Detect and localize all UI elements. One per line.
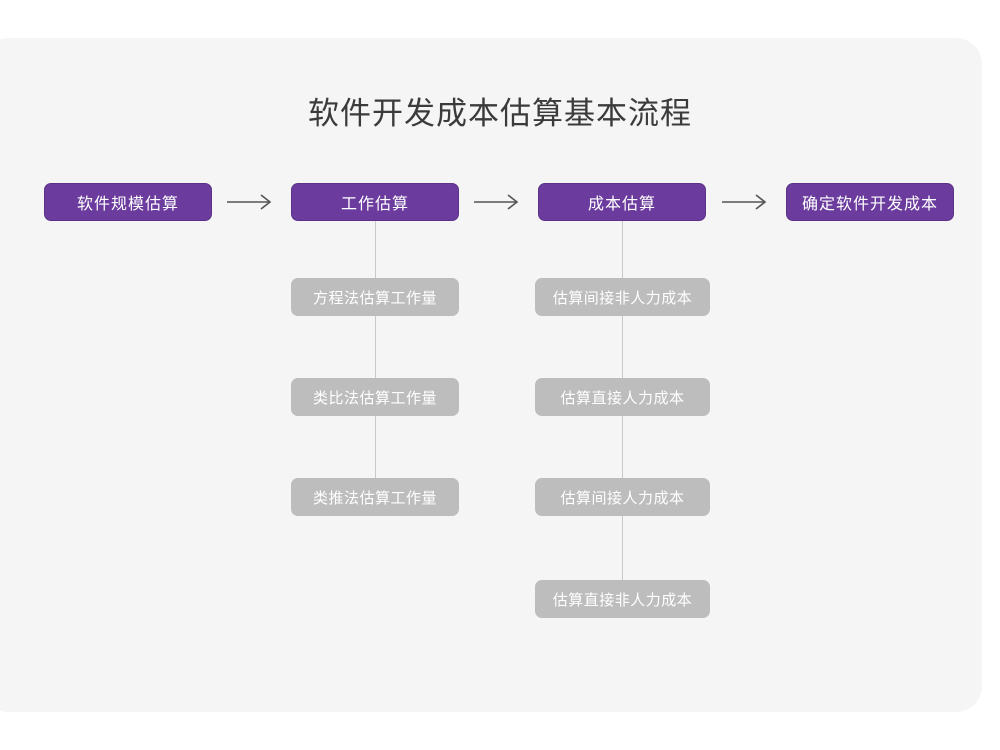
sub-node-analogy-method-effort[interactable]: 类比法估算工作量 [291,378,459,416]
sub-node-indirect-labor-cost[interactable]: 估算间接人力成本 [535,478,710,516]
sub-node-direct-labor-cost[interactable]: 估算直接人力成本 [535,378,710,416]
sub-node-equation-method-effort[interactable]: 方程法估算工作量 [291,278,459,316]
branch-connector-line-effort [375,221,376,516]
branch-connector-line-cost [622,221,623,618]
sub-node-inference-method-effort[interactable]: 类推法估算工作量 [291,478,459,516]
arrow-right-icon-1 [224,190,279,214]
arrow-right-icon-2 [471,190,526,214]
flow-node-effort-estimation[interactable]: 工作估算 [291,183,459,221]
flow-node-cost-estimation[interactable]: 成本估算 [538,183,706,221]
arrow-right-icon-3 [719,190,774,214]
sub-node-indirect-nonlabor-cost[interactable]: 估算间接非人力成本 [535,278,710,316]
flow-node-software-size-estimation[interactable]: 软件规模估算 [44,183,212,221]
flow-node-determine-development-cost[interactable]: 确定软件开发成本 [786,183,954,221]
diagram-card [0,38,982,712]
sub-node-direct-nonlabor-cost[interactable]: 估算直接非人力成本 [535,580,710,618]
page-title: 软件开发成本估算基本流程 [308,96,692,131]
